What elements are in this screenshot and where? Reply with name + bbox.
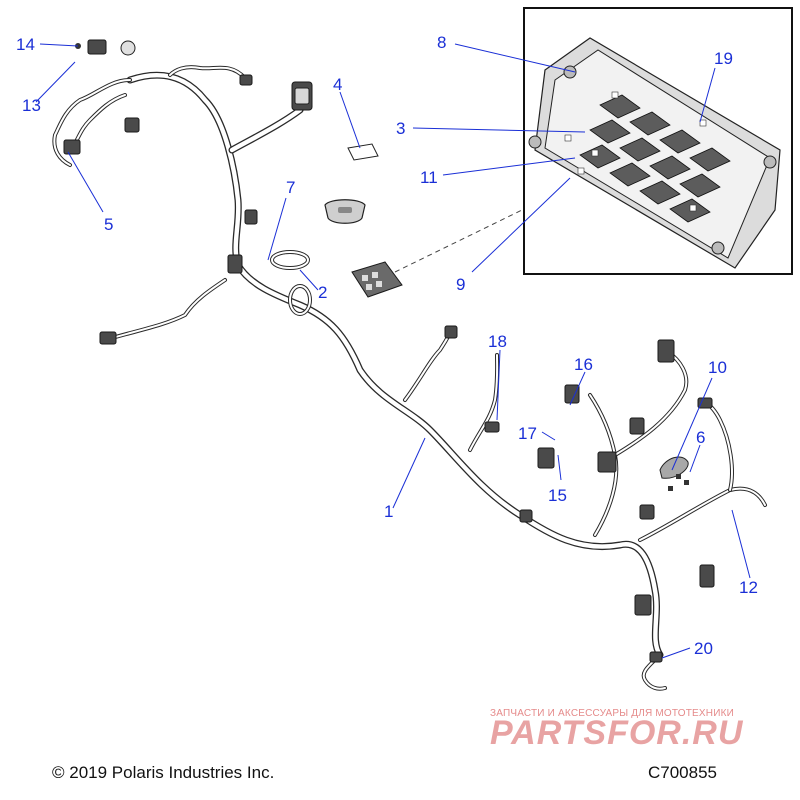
fuse-block: [351, 261, 403, 298]
callout-labels: 1 2 3 4 5 6 7 8 9 10 11 12 13 14 15 16 1…: [16, 33, 758, 658]
callout-14: 14: [16, 35, 35, 54]
callout-13: 13: [22, 96, 41, 115]
watermark-logo: PARTSFOR.RU: [490, 714, 744, 752]
callout-4: 4: [333, 75, 342, 94]
callout-5: 5: [104, 215, 113, 234]
callout-1: 1: [384, 502, 393, 521]
fuse-box-inset: [523, 7, 793, 275]
callout-6: 6: [696, 428, 705, 447]
callout-16: 16: [574, 355, 593, 374]
callout-8: 8: [437, 33, 446, 52]
callout-3: 3: [396, 119, 405, 138]
callout-19: 19: [714, 49, 733, 68]
callout-15: 15: [548, 486, 567, 505]
leader-lines: [35, 43, 751, 659]
callout-20: 20: [694, 639, 713, 658]
callout-7: 7: [286, 178, 295, 197]
callout-17: 17: [518, 424, 537, 443]
figure-id: C700855: [648, 763, 718, 782]
decal-part: [347, 143, 379, 161]
callout-18: 18: [488, 332, 507, 351]
inset-link-line: [394, 209, 523, 273]
grommet-part: [659, 456, 689, 479]
fuse-box-cover: [324, 199, 366, 224]
copyright-notice: © 2019 Polaris Industries Inc.: [52, 763, 275, 782]
callout-12: 12: [739, 578, 758, 597]
callout-11: 11: [420, 168, 438, 187]
callout-2: 2: [318, 283, 327, 302]
clip-part: [676, 474, 681, 479]
callout-10: 10: [708, 358, 727, 377]
callout-9: 9: [456, 275, 465, 294]
harness-connectors: [63, 39, 715, 663]
watermark-tagline: ЗАПЧАСТИ И АКСЕССУАРЫ ДЛЯ МОТОТЕХНИКИ: [490, 708, 735, 719]
